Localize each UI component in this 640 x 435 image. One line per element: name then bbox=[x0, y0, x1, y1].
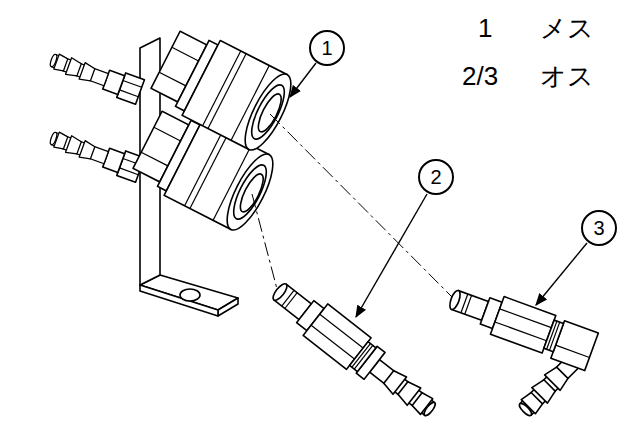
callout-number: 1 bbox=[321, 38, 332, 58]
callout-circle: 2 bbox=[418, 159, 454, 195]
callout-number: 3 bbox=[593, 218, 604, 238]
callout-circle: 3 bbox=[581, 210, 617, 246]
part-type: メス bbox=[540, 14, 594, 43]
callout-circle: 1 bbox=[309, 30, 345, 66]
part-type: オス bbox=[540, 62, 594, 91]
part-number: 1 bbox=[478, 14, 492, 43]
callout-number: 2 bbox=[430, 167, 441, 187]
part-number: 2/3 bbox=[462, 62, 498, 91]
